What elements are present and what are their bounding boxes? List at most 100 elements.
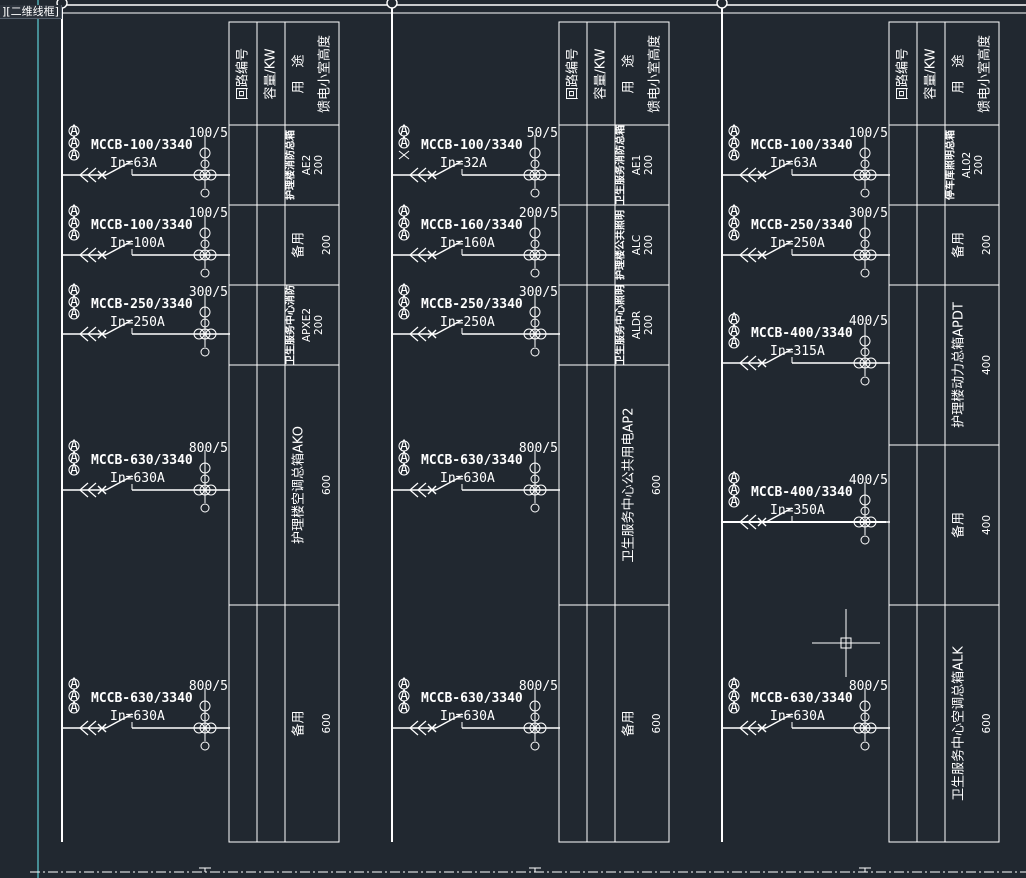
ct-meter-icon	[530, 503, 540, 513]
current-transformer-icon-0-4	[193, 688, 217, 751]
switch-blade-icon	[105, 475, 133, 491]
ammeter-icon-2-0-1	[728, 137, 740, 149]
ammeter-letter-1-0-0: A	[400, 124, 408, 139]
isolator-stroke	[79, 174, 89, 183]
rated-current-label-0-1: In=100A	[110, 236, 165, 251]
ct-ratio-label-1-3: 800/5	[519, 441, 558, 456]
rated-current-label-1-3: In=630A	[440, 471, 495, 486]
ammeter-letter-2-2-2: A	[730, 336, 738, 351]
ct-coil-icon	[193, 484, 205, 496]
ammeter-letter-0-4-0: A	[70, 677, 78, 692]
ammeter-icon-1-3-1	[398, 452, 410, 464]
ammeter-icon-1-1-2	[398, 229, 410, 241]
switch-blade-icon	[765, 160, 793, 176]
ammeter-icon-2-4-1	[728, 690, 740, 702]
isolator-stroke	[747, 167, 757, 176]
switch-blade-icon	[435, 160, 463, 176]
bus-tap-node-icon	[716, 0, 728, 9]
ct-ratio-label-0-1: 100/5	[189, 206, 228, 221]
ammeter-letter-2-2-0: A	[730, 312, 738, 327]
ammeter-icon-0-3-1	[68, 452, 80, 464]
ammeter-icon-1-3-2	[398, 464, 410, 476]
ammeter-letter-2-1-0: A	[730, 204, 738, 219]
ammeter-icon-1-2-2	[398, 308, 410, 320]
ct-coil-icon	[865, 169, 877, 181]
ct-ratio-label-1-4: 800/5	[519, 679, 558, 694]
switch-blade-icon	[765, 713, 793, 729]
isolator-stroke	[417, 720, 427, 729]
ct-coil-icon	[523, 169, 535, 181]
ammeter-icon-2-2-0	[728, 313, 740, 325]
header-capacity: 容量/KW	[923, 48, 939, 99]
rated-current-label-2-1: In=250A	[770, 236, 825, 251]
isolator-stroke	[79, 254, 89, 263]
ammeter-icon-2-1-1	[728, 217, 740, 229]
ammeter-icon-2-1-2	[728, 229, 740, 241]
breaker-label-1-2: MCCB-250/3340	[421, 297, 523, 312]
view-tab-label[interactable]: ][二维线框]	[0, 5, 62, 19]
ct-coil-icon	[205, 484, 217, 496]
circuit-name-2-0: 停车库照明总箱	[944, 130, 957, 200]
ct-coil-icon	[865, 249, 877, 261]
ct-meter-icon	[530, 347, 540, 357]
ammeter-letter-2-3-2: A	[730, 495, 738, 510]
breaker-label-2-1: MCCB-250/3340	[751, 218, 853, 233]
circuit-name-0-0: 护理楼消防总箱	[284, 130, 297, 200]
isolator-icon-2-1	[739, 247, 757, 263]
isolator-stroke	[79, 489, 89, 498]
ammeter-letter-0-3-2: A	[70, 463, 78, 478]
header-room-height: 馈电小室高度	[977, 35, 993, 113]
circuit-name-2-2: 护理楼动力总箱APDT	[951, 302, 967, 428]
breaker-label-0-0: MCCB-100/3340	[91, 138, 193, 153]
breaker-label-1-3: MCCB-630/3340	[421, 453, 523, 468]
ct-coil-icon	[523, 249, 535, 261]
circuit-name-0-4: 备用	[291, 710, 307, 736]
capacity-value-2-2: 400	[981, 355, 993, 375]
isolator-stroke	[79, 720, 89, 729]
header-circuit-no: 回路编号	[235, 48, 251, 100]
ct-coil-icon	[853, 249, 865, 261]
isolator-stroke	[747, 521, 757, 530]
isolator-stroke	[409, 720, 419, 729]
ammeter-letter-0-0-1: A	[70, 136, 78, 151]
ammeter-icon-0-2-2	[68, 308, 80, 320]
ct-meter-icon	[860, 376, 870, 386]
ct-coil-icon	[205, 249, 217, 261]
ammeter-icon-1-0-1	[398, 137, 410, 149]
isolator-stroke	[739, 521, 749, 530]
breaker-x-icon	[427, 170, 437, 180]
header-capacity: 容量/KW	[593, 48, 609, 99]
ct-coil-icon	[193, 169, 205, 181]
ct-ratio-label-2-0: 100/5	[849, 126, 888, 141]
ct-ratio-label-1-2: 300/5	[519, 285, 558, 300]
ct-meter-icon	[860, 188, 870, 198]
isolator-stroke	[739, 174, 749, 183]
ct-ratio-label-2-1: 300/5	[849, 206, 888, 221]
isolator-stroke	[747, 254, 757, 263]
ammeter-icon-0-4-2	[68, 702, 80, 714]
breaker-x-icon	[97, 723, 107, 733]
ammeter-icon-0-4-0	[68, 678, 80, 690]
breaker-x-icon	[97, 170, 107, 180]
circuit-name-2-1: 备用	[951, 232, 967, 258]
isolator-icon-1-2	[409, 326, 427, 342]
isolator-stroke	[409, 727, 419, 736]
ct-ratio-label-0-0: 100/5	[189, 126, 228, 141]
isolator-icon-0-0	[79, 167, 97, 183]
ammeter-letter-0-1-2: A	[70, 228, 78, 243]
cad-crosshair-cursor-icon[interactable]	[812, 609, 880, 677]
isolator-stroke	[747, 174, 757, 183]
ammeter-icon-1-2-0	[398, 284, 410, 296]
isolator-stroke	[747, 362, 757, 371]
circuit-name-0-1: 备用	[291, 232, 307, 258]
ct-ratio-label-2-4: 800/5	[849, 679, 888, 694]
isolator-stroke	[409, 482, 419, 491]
ct-coil-icon	[523, 328, 535, 340]
ammeter-letter-2-0-1: A	[730, 136, 738, 151]
ammeter-icon-0-1-2	[68, 229, 80, 241]
isolator-stroke	[87, 174, 97, 183]
isolator-stroke	[79, 167, 89, 176]
